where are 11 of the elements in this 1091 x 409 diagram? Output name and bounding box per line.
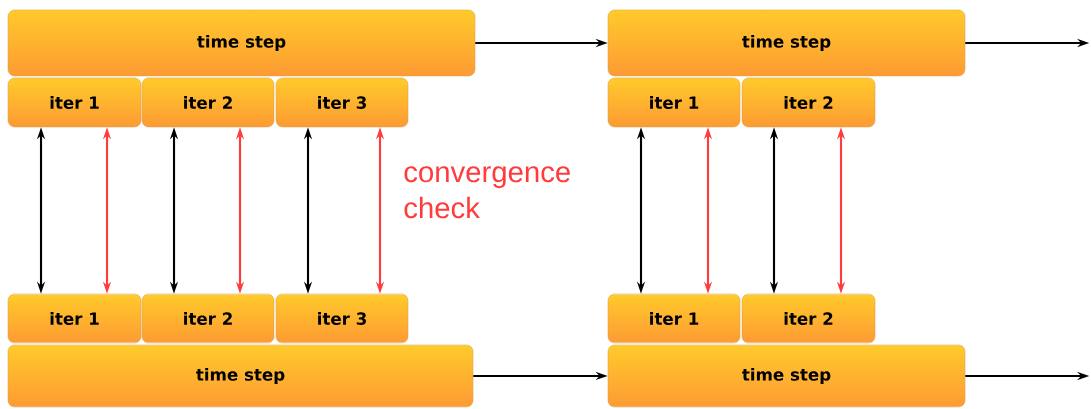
process-box: iter 3	[275, 77, 409, 128]
process-box: iter 2	[741, 293, 876, 344]
process-box: iter 1	[607, 77, 741, 128]
process-box: iter 2	[141, 293, 275, 344]
process-box: iter 1	[7, 293, 142, 344]
process-box: iter 1	[607, 293, 741, 344]
process-box: iter 2	[741, 77, 876, 128]
process-box: iter 1	[7, 77, 142, 128]
annotation-text: convergence check	[404, 166, 570, 219]
process-box: iter 2	[141, 77, 275, 128]
process-box: iter 3	[275, 293, 409, 344]
